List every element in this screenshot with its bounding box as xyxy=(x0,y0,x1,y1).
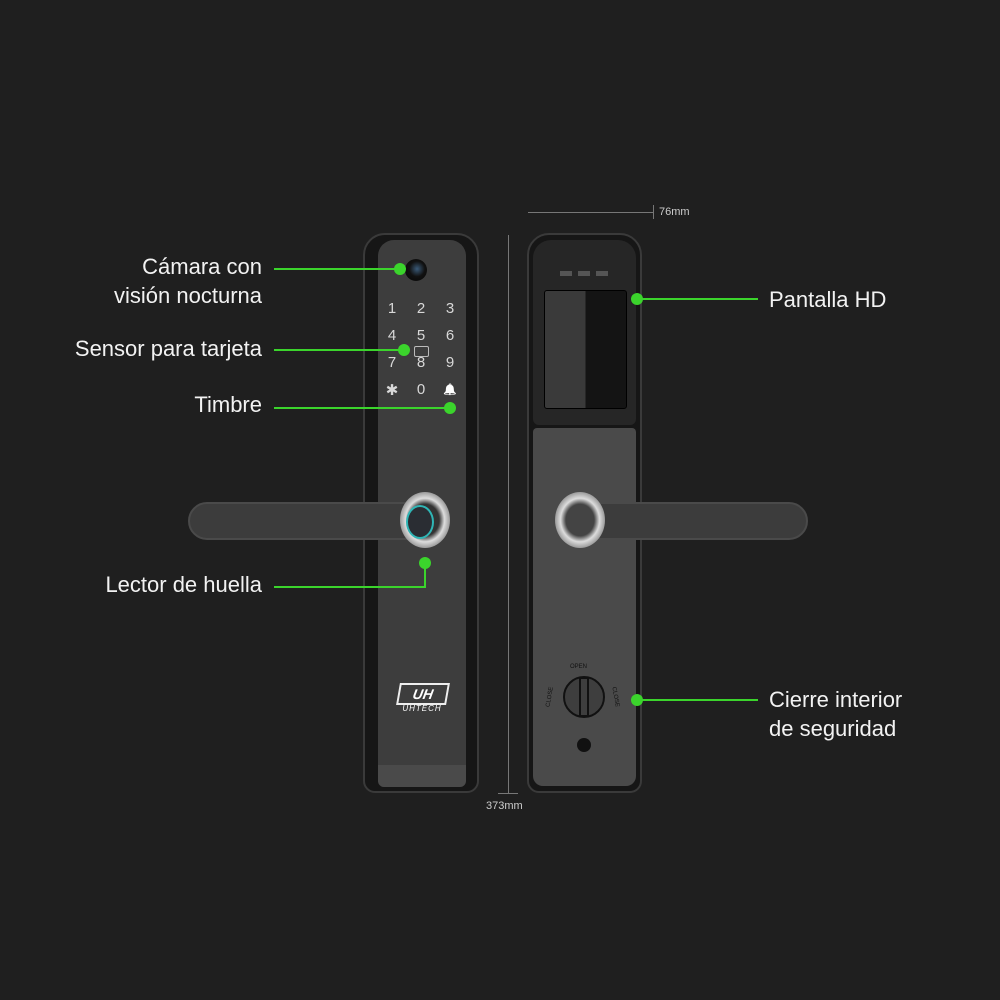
brand-logo: UH xyxy=(396,683,450,705)
keypad-key[interactable]: 🔔 xyxy=(443,384,457,396)
knob-open-label: OPEN xyxy=(570,664,588,670)
keypad-key[interactable]: 8 xyxy=(416,354,426,371)
keypad-key[interactable]: 6 xyxy=(445,327,455,344)
screen-callout-label: Pantalla HD xyxy=(769,287,887,312)
keypad-key[interactable]: 2 xyxy=(416,300,426,317)
card-sensor-callout-label: Sensor para tarjeta xyxy=(74,336,262,361)
screen-callout-line xyxy=(637,298,758,300)
fingerprint-sensor-icon xyxy=(406,505,434,539)
width-dimension-label: 76mm xyxy=(659,206,690,218)
lock-callout-line2: de seguridad xyxy=(769,716,897,741)
camera-icon xyxy=(405,259,427,281)
width-dimension-line xyxy=(528,212,653,213)
keypad-key[interactable]: 7 xyxy=(387,354,397,371)
height-dimension-tick xyxy=(498,793,518,794)
key-hole xyxy=(577,738,591,752)
lock-callout-line1: Cierre interior xyxy=(769,687,903,712)
lock-callout-line xyxy=(637,699,758,701)
brand-name: UHTECH xyxy=(402,704,442,713)
keypad-key[interactable]: 3 xyxy=(445,300,455,317)
keypad-key[interactable]: 9 xyxy=(445,354,455,371)
card-sensor-callout-line xyxy=(274,349,404,351)
camera-callout-dot xyxy=(394,263,406,275)
camera-callout-line1: Cámara con xyxy=(142,254,262,279)
lock-callout-label: Cierre interior de seguridad xyxy=(769,685,902,743)
height-dimension-line xyxy=(508,235,509,793)
doorbell-callout-dot xyxy=(444,402,456,414)
fingerprint-callout-dot xyxy=(419,557,431,569)
camera-callout-line xyxy=(274,268,400,270)
width-dimension-tick xyxy=(653,205,654,219)
fingerprint-callout-label: Lector de huella xyxy=(105,572,262,597)
fingerprint-callout-line xyxy=(274,586,426,588)
hd-screen xyxy=(544,290,627,409)
keypad-key[interactable]: 5 xyxy=(416,327,426,344)
knob-bar xyxy=(579,677,589,717)
keypad-key[interactable]: ✱ xyxy=(385,382,399,399)
camera-callout-label: Cámara con visión nocturna xyxy=(114,252,262,310)
left-arrow-button[interactable] xyxy=(560,271,572,276)
keypad-key[interactable]: 1 xyxy=(387,300,397,317)
keypad-key[interactable]: 0 xyxy=(416,381,426,398)
back-lower-panel xyxy=(533,428,636,786)
right-arrow-button[interactable] xyxy=(596,271,608,276)
height-dimension-label: 373mm xyxy=(486,800,523,812)
back-handle-rose xyxy=(555,492,605,548)
fingerprint-callout-vline xyxy=(424,563,426,588)
card-sensor-callout-dot xyxy=(398,344,410,356)
front-bottom-strip xyxy=(378,765,466,787)
camera-callout-line2: visión nocturna xyxy=(114,283,262,308)
front-handle xyxy=(188,502,428,540)
doorbell-callout-label: Timbre xyxy=(194,392,262,417)
doorbell-callout-line xyxy=(274,407,450,409)
card-sensor-icon xyxy=(414,346,429,357)
security-knob[interactable] xyxy=(563,676,605,718)
keypad-key[interactable]: 4 xyxy=(387,327,397,344)
ok-button[interactable] xyxy=(578,271,590,276)
